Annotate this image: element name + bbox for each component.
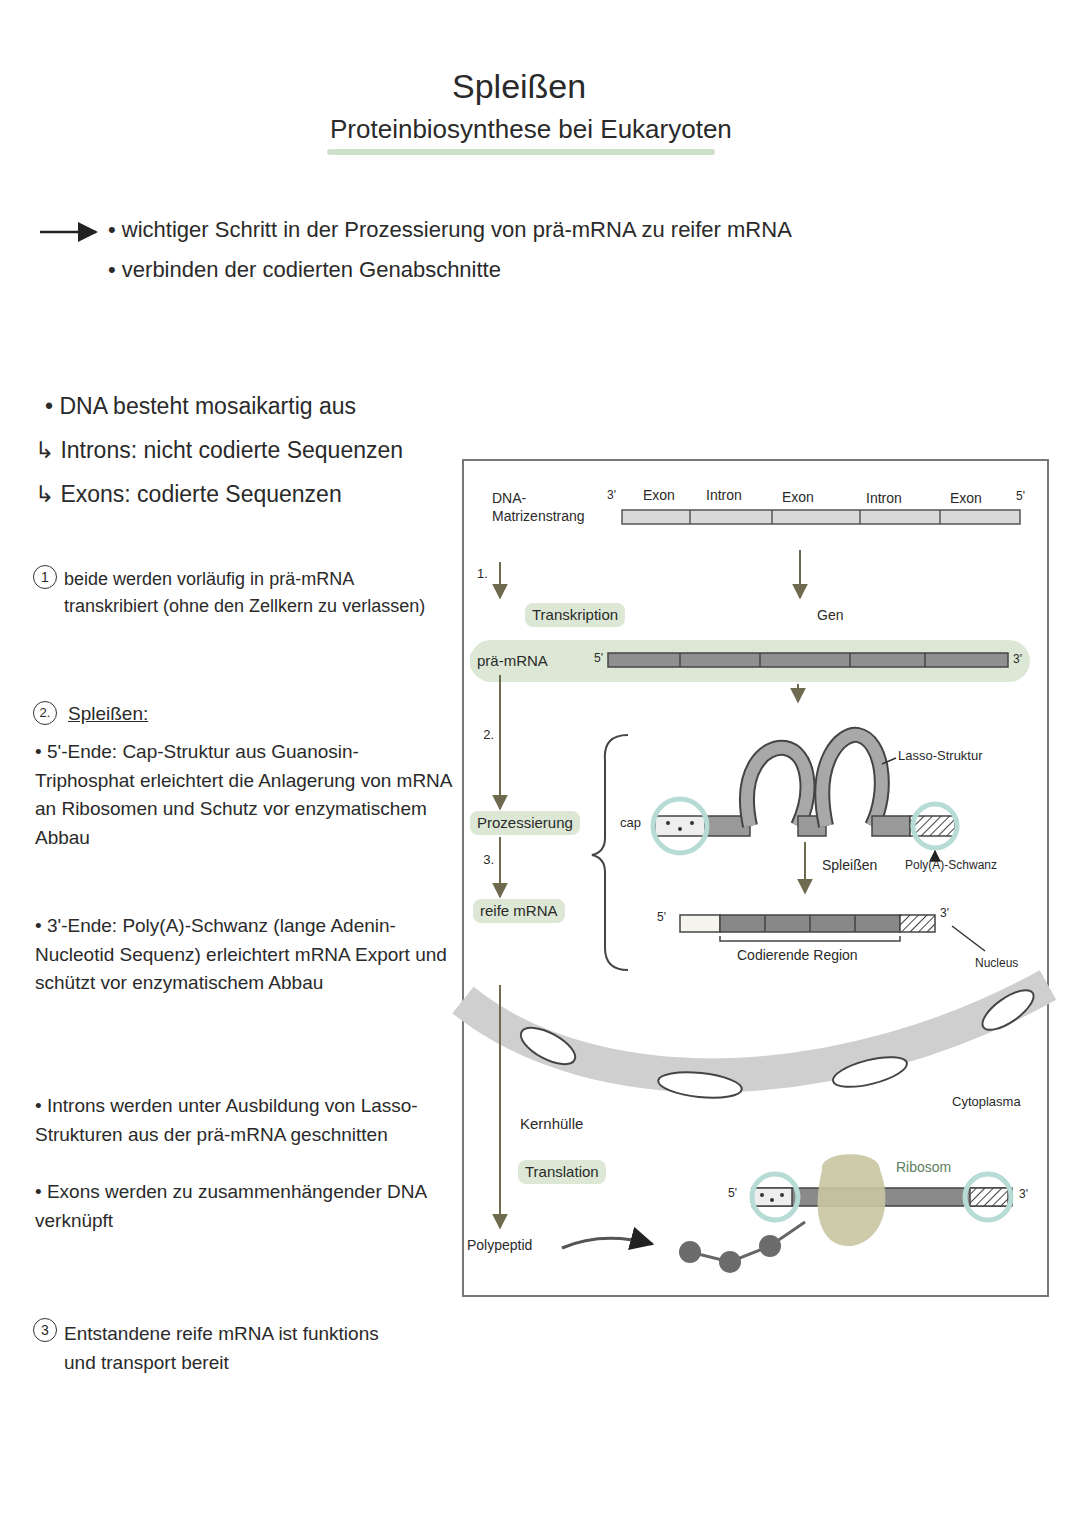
node-text: Translation (525, 1163, 599, 1181)
text-label: 3' (940, 906, 949, 922)
text-label: 3' (1019, 1187, 1028, 1203)
text-label: Intron (866, 489, 902, 507)
text-label: 3' (607, 488, 616, 504)
text-label: • 3'-Ende: Poly(A)-Schwanz (lange Adenin… (35, 912, 455, 998)
highlight-box: Translation (518, 1160, 606, 1184)
text-label: Ribosom (896, 1158, 951, 1176)
node-text: reife mRNA (480, 902, 558, 920)
node-text: Prozessierung (477, 814, 573, 832)
highlight-box: reife mRNA (473, 899, 565, 923)
text-label: Exon (643, 486, 675, 504)
node-text: prä-mRNA (477, 652, 548, 670)
text-label: 1. (477, 566, 488, 583)
text-label: Gen (817, 606, 843, 624)
text-label: • verbinden der codierten Genabschnitte (108, 256, 501, 285)
text-label: Codierende Region (737, 946, 858, 964)
text-label: Polypeptid (467, 1236, 532, 1254)
text-label: • wichtiger Schritt in der Prozessierung… (108, 216, 792, 245)
text-label: Spleißen: (68, 702, 148, 727)
callout-number: 1 (33, 565, 57, 589)
step-number: 3. (483, 852, 494, 867)
text-label: 5' (1016, 489, 1025, 505)
process-arrow (499, 837, 501, 897)
text-label: Exon (950, 489, 982, 507)
highlight-box: Transkription (525, 603, 625, 627)
text-label: Nucleus (975, 956, 1018, 972)
step-number: 2. (483, 727, 494, 742)
node-text: Transkription (532, 606, 618, 624)
highlight-box: prä-mRNA (470, 649, 555, 673)
text-label: • DNA besteht mosaikartig aus (45, 392, 356, 422)
text-label: cap (620, 815, 641, 832)
text-label: Poly(A)-Schwanz (905, 858, 997, 874)
text-label: 5' (728, 1186, 737, 1202)
text-label: • Introns werden unter Ausbildung von La… (35, 1092, 455, 1149)
text-label: • 5'-Ende: Cap-Struktur aus Guanosin-Tri… (35, 738, 455, 852)
text-label: DNA-Matrizenstrang (492, 489, 597, 525)
title: Spleißen (452, 64, 586, 108)
text-label: Intron (706, 486, 742, 504)
text-label: Spleißen (822, 856, 877, 874)
text-label: Exon (782, 488, 814, 506)
text-label: 3' (1013, 652, 1022, 668)
text-label: • Exons werden zu zusammenhängender DNA … (35, 1178, 435, 1235)
process-arrow (499, 675, 501, 809)
callout-number: 3 (33, 1318, 57, 1342)
highlight-box: Prozessierung (470, 811, 580, 835)
text-label: Lasso-Struktur (898, 748, 983, 765)
callout-number: 2. (33, 701, 57, 725)
text-label: Proteinbiosynthese bei Eukaryoten (330, 113, 732, 147)
text-label: 5' (594, 651, 603, 667)
text-label: Cytoplasma (952, 1094, 1021, 1111)
text-label: ↳ Exons: codierte Sequenzen (35, 480, 342, 510)
text-label: Kernhülle (520, 1114, 583, 1134)
text-label: ↳ Introns: nicht codierte Sequenzen (35, 436, 403, 466)
text-label: Entstandene reife mRNA ist funktions und… (64, 1320, 384, 1377)
text-label: beide werden vorläufig in prä-mRNA trans… (64, 566, 449, 620)
text-label: 5' (657, 910, 666, 926)
